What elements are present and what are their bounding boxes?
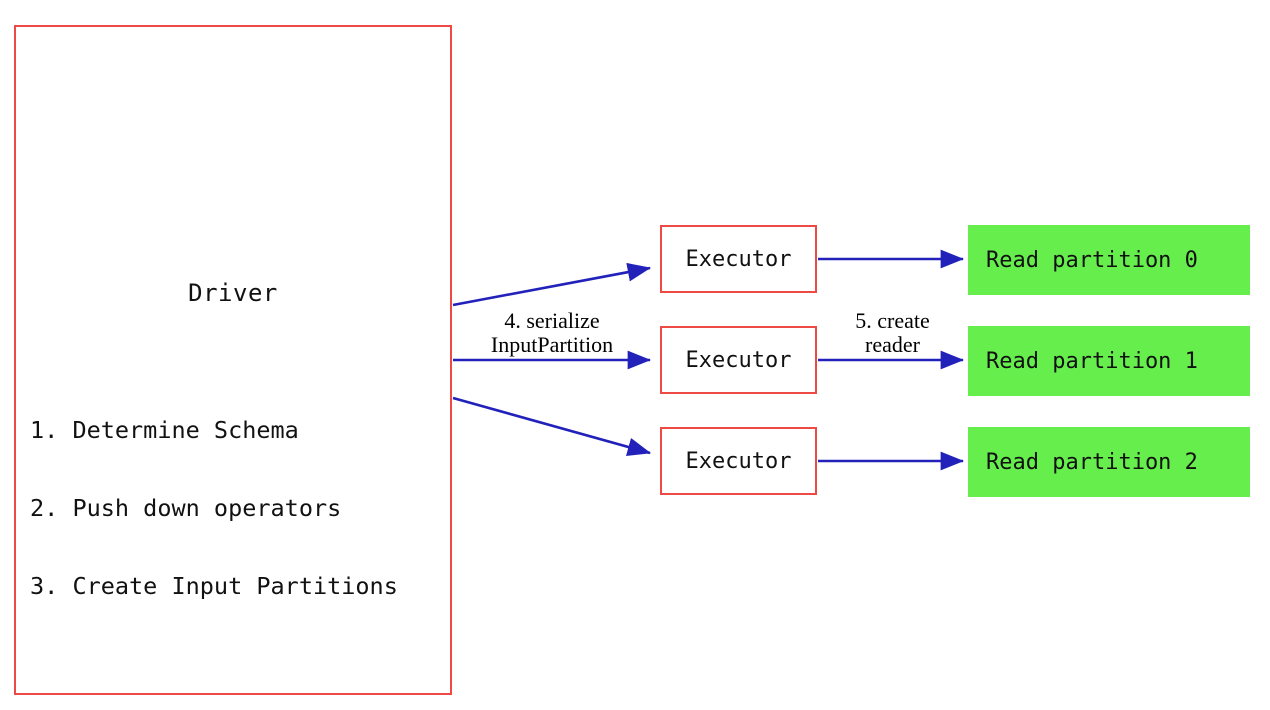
driver-step-3: 3. Create Input Partitions [30, 572, 398, 600]
executor-box-0: Executor [660, 225, 817, 293]
arrow-driver-to-executor-0 [452, 262, 652, 307]
arrow-driver-to-executor-2 [452, 396, 652, 457]
edge-label-create-reader-line1: 5. create [855, 308, 930, 333]
read-partition-box-2: Read partition 2 [968, 427, 1250, 497]
read-partition-box-1: Read partition 1 [968, 326, 1250, 396]
driver-title: Driver [188, 279, 278, 307]
read-partition-box-0: Read partition 0 [968, 225, 1250, 295]
driver-step-2: 2. Push down operators [30, 494, 342, 522]
driver-box: Driver 1. Determine Schema 2. Push down … [14, 25, 452, 695]
executor-box-2: Executor [660, 427, 817, 495]
driver-step-1: 1. Determine Schema [30, 416, 299, 444]
edge-label-serialize-input-partition: 4. serialize InputPartition [462, 309, 642, 357]
edge-label-serialize-line2: InputPartition [490, 332, 614, 357]
edge-label-create-reader: 5. create reader [825, 309, 960, 357]
edge-label-create-reader-line2: reader [865, 332, 920, 357]
executor-box-1: Executor [660, 326, 817, 394]
driver-step-list: 1. Determine Schema 2. Push down operato… [30, 365, 398, 651]
edge-label-serialize-line1: 4. serialize [504, 308, 600, 333]
